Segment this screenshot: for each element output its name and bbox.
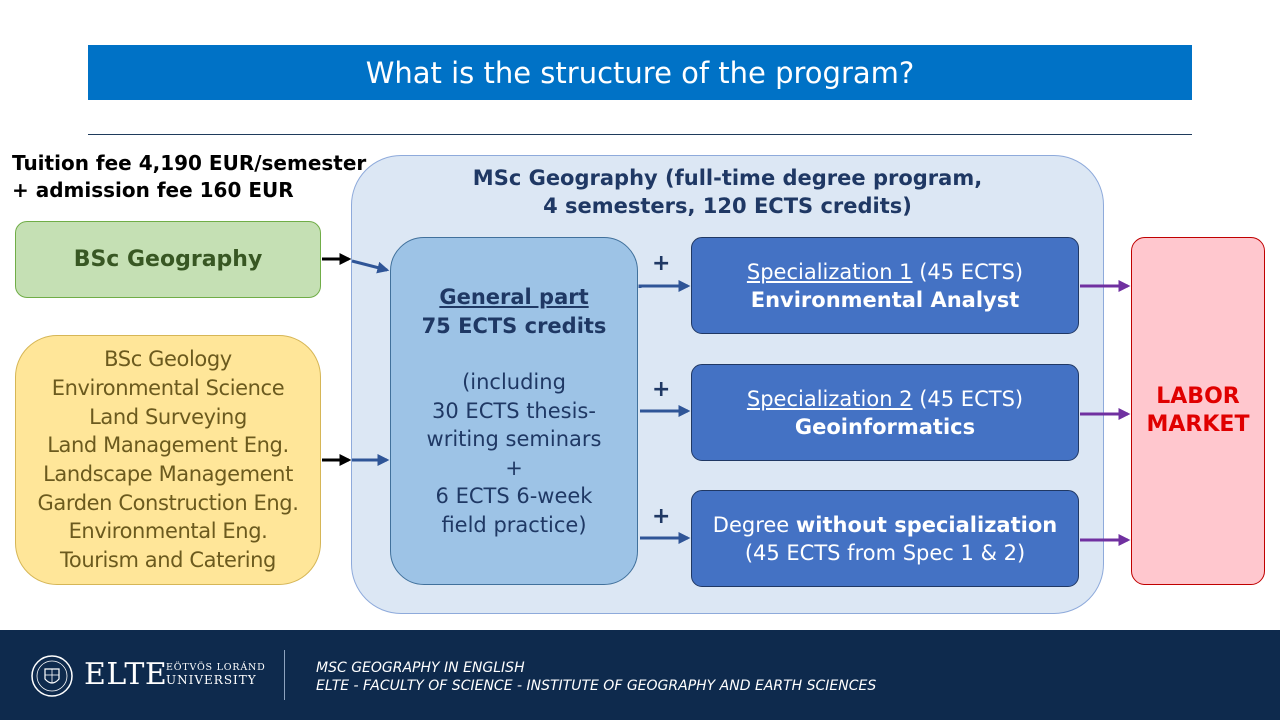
general-note-line: 30 ECTS thesis- <box>432 398 596 423</box>
general-note-line: field practice) <box>441 512 587 537</box>
specialization-2-credits: (45 ECTS) <box>912 386 1024 411</box>
general-note-line: 6 ECTS 6-week <box>435 484 593 508</box>
no-specialization-box: Degree without specialization (45 ECTS f… <box>691 490 1079 587</box>
general-part-box: General part 75 ECTS credits (including … <box>390 237 638 585</box>
bsc-geography-box: BSc Geography <box>15 221 321 298</box>
degree-item: Land Surveying <box>89 404 247 429</box>
general-part-credits: 75 ECTS credits <box>421 313 607 338</box>
footer-bar <box>0 630 1280 720</box>
elte-logo-sub1: EÖTVÖS LORÁND <box>166 662 266 673</box>
general-note-line: + <box>505 455 523 480</box>
no-specialization-line1: Degree without specialization <box>713 511 1057 539</box>
labor-market-box: LABOR MARKET <box>1131 237 1265 585</box>
university-seal-icon <box>31 655 73 697</box>
title-divider <box>88 134 1192 135</box>
degree-item: Tourism and Catering <box>60 548 276 573</box>
elte-logo-subtitle: EÖTVÖS LORÁND UNIVERSITY <box>166 661 266 687</box>
general-note-line: writing seminars <box>426 427 602 451</box>
tuition-fee-text: Tuition fee 4,190 EUR/semester <box>12 151 367 175</box>
footer-line2: ELTE - FACULTY OF SCIENCE - INSTITUTE OF… <box>316 678 877 694</box>
footer-line1: MSC GEOGRAPHY IN ENGLISH <box>316 660 525 676</box>
no-spec-bold: without specialization <box>795 512 1058 537</box>
degree-item: Garden Construction Eng. <box>37 490 299 515</box>
other-bsc-degrees-box: BSc Geology Environmental Science Land S… <box>15 335 321 585</box>
degree-item: Environmental Eng. <box>68 519 268 544</box>
specialization-1-title: Environmental Analyst <box>750 287 1020 312</box>
labor-market-line1: LABOR <box>1156 384 1240 409</box>
msc-title-line1: MSc Geography (full-time degree program, <box>472 166 983 190</box>
general-note-line: (including <box>462 370 566 394</box>
labor-market-line2: MARKET <box>1146 412 1250 437</box>
specialization-1-name: Specialization 1 <box>746 259 913 284</box>
degree-item: Environmental Science <box>51 375 285 400</box>
bsc-geography-label: BSc Geography <box>73 247 263 272</box>
specialization-2-title: Geoinformatics <box>794 414 976 439</box>
elte-logo-word: ELTE <box>84 657 168 692</box>
footer-divider <box>284 650 285 700</box>
plus-sign: + <box>652 377 671 402</box>
plus-sign: + <box>652 251 671 276</box>
specialization-1-credits: (45 ECTS) <box>912 259 1024 284</box>
degree-item: BSc Geology <box>104 347 232 372</box>
specialization-1-box: Specialization 1 (45 ECTS) Environmental… <box>691 237 1079 334</box>
specialization-2-name: Specialization 2 <box>746 386 913 411</box>
msc-title-line2: 4 semesters, 120 ECTS credits) <box>543 194 912 218</box>
specialization-2-name-line: Specialization 2 (45 ECTS) <box>747 385 1023 413</box>
fee-info: Tuition fee 4,190 EUR/semester + admissi… <box>12 150 366 204</box>
plus-sign: + <box>652 504 671 529</box>
specialization-2-box: Specialization 2 (45 ECTS) Geoinformatic… <box>691 364 1079 461</box>
no-specialization-line2: (45 ECTS from Spec 1 & 2) <box>744 540 1026 565</box>
admission-fee-text: + admission fee 160 EUR <box>12 178 294 202</box>
msc-program-title: MSc Geography (full-time degree program,… <box>351 164 1104 220</box>
elte-logo-sub2: UNIVERSITY <box>166 673 257 687</box>
slide-title: What is the structure of the program? <box>88 45 1192 100</box>
degree-item: Landscape Management <box>43 462 293 486</box>
no-spec-prefix: Degree <box>712 512 796 537</box>
degree-item: Land Management Eng. <box>47 433 289 458</box>
footer-text: MSC GEOGRAPHY IN ENGLISH ELTE - FACULTY … <box>316 659 876 695</box>
specialization-1-name-line: Specialization 1 (45 ECTS) <box>747 258 1023 286</box>
general-part-heading: General part <box>439 285 589 309</box>
